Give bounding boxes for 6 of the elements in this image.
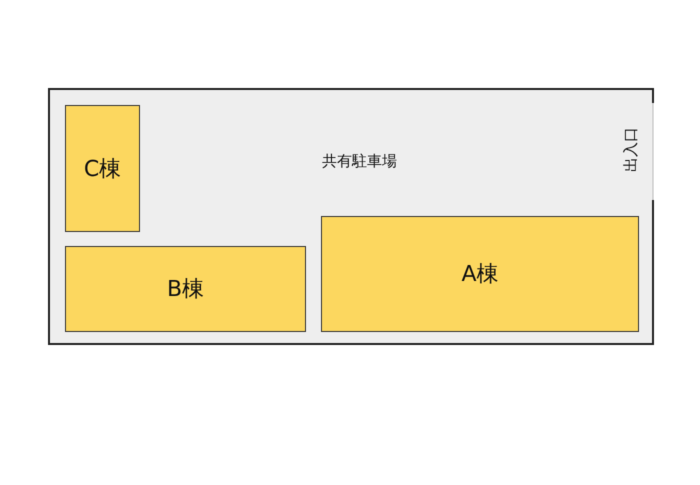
building-box: C棟 [65,105,140,232]
area-label: 共有駐車場 [322,152,397,171]
building-box: B棟 [65,246,306,332]
building-box: A棟 [321,216,639,332]
parking-lot [48,88,653,345]
entrance-label: 出入口 [622,126,640,174]
